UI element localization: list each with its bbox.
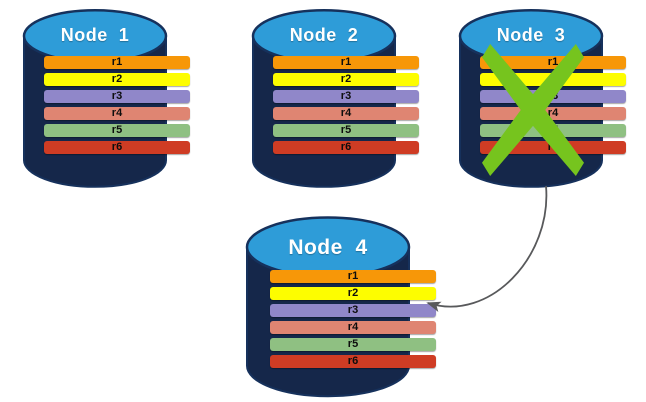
data-row[interactable]: r3	[480, 90, 626, 104]
data-row[interactable]: r2	[44, 73, 190, 87]
data-row[interactable]: r4	[44, 107, 190, 121]
data-row[interactable]: r4	[480, 107, 626, 121]
data-row-label: r3	[547, 90, 559, 103]
data-row-label: r3	[347, 304, 359, 317]
data-row[interactable]: r3	[270, 304, 436, 318]
data-row-label: r2	[340, 73, 352, 86]
row-list: r1 r2 r3 r4 r5 r6	[251, 56, 441, 158]
data-row-label: r5	[347, 338, 359, 351]
data-row-label: r6	[547, 141, 559, 154]
data-row-label: r6	[347, 355, 359, 368]
data-row-label: r4	[547, 107, 559, 120]
data-row-label: r4	[347, 321, 359, 334]
data-row[interactable]: r6	[44, 141, 190, 155]
data-row[interactable]: r1	[273, 56, 419, 70]
data-row-label: r1	[340, 56, 352, 69]
data-row-label: r6	[111, 141, 123, 154]
data-row-label: r2	[111, 73, 123, 86]
row-list: r1 r2 r3 r4 r5 r6	[245, 270, 461, 372]
data-row[interactable]: r5	[270, 338, 436, 352]
data-row-label: r5	[340, 124, 352, 137]
data-row[interactable]: r1	[480, 56, 626, 70]
data-row-label: r2	[347, 287, 359, 300]
cylinder-top-disc	[245, 216, 411, 278]
data-row-label: r5	[547, 124, 559, 137]
data-row[interactable]: r2	[273, 73, 419, 87]
data-row[interactable]: r6	[270, 355, 436, 369]
data-row[interactable]: r3	[273, 90, 419, 104]
cylinder-top-disc	[251, 8, 397, 64]
data-row[interactable]: r6	[273, 141, 419, 155]
cylinder-top-disc	[458, 8, 604, 64]
row-list: r1 r2 r3 r4 r5 r6	[458, 56, 646, 158]
data-row[interactable]: r2	[270, 287, 436, 301]
data-row[interactable]: r4	[270, 321, 436, 335]
data-row-label: r6	[340, 141, 352, 154]
data-row[interactable]: r4	[273, 107, 419, 121]
data-row-label: r1	[347, 270, 359, 283]
data-row[interactable]: r5	[44, 124, 190, 138]
data-row-label: r2	[547, 73, 559, 86]
data-row[interactable]: r2	[480, 73, 626, 87]
data-row[interactable]: r6	[480, 141, 626, 155]
data-row-label: r1	[547, 56, 559, 69]
data-row-label: r3	[340, 90, 352, 103]
data-row[interactable]: r1	[44, 56, 190, 70]
data-row-label: r4	[340, 107, 352, 120]
data-row[interactable]: r5	[273, 124, 419, 138]
row-list: r1 r2 r3 r4 r5 r6	[22, 56, 212, 158]
data-row[interactable]: r5	[480, 124, 626, 138]
data-row[interactable]: r3	[44, 90, 190, 104]
data-row-label: r5	[111, 124, 123, 137]
data-row[interactable]: r1	[270, 270, 436, 284]
data-row-label: r3	[111, 90, 123, 103]
cylinder-top-disc	[22, 8, 168, 64]
data-row-label: r4	[111, 107, 123, 120]
data-row-label: r1	[111, 56, 123, 69]
